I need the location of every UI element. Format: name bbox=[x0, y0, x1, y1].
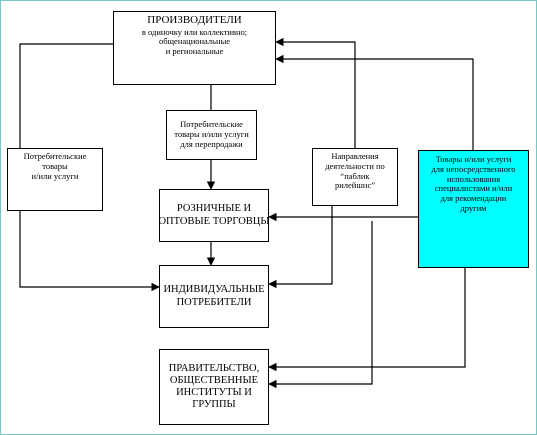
consumer-goods-line: Потребительские bbox=[23, 151, 87, 161]
arrow-producers-to-individuals bbox=[19, 43, 113, 148]
resale-line: для перепродажи bbox=[180, 138, 243, 149]
producers-line: и региональные bbox=[165, 46, 224, 57]
government-box: ПРАВИТЕЛЬСТВО, ОБЩЕСТВЕННЫЕ ИНСТИТУТЫ И … bbox=[159, 349, 269, 425]
public-relations-box: Направления деятельности по “паблик риле… bbox=[312, 148, 398, 206]
arrow-directions-to-producers bbox=[275, 37, 356, 148]
specialists-line: использования bbox=[446, 173, 501, 184]
retail-line: РОЗНИЧНЫЕ И bbox=[176, 203, 252, 215]
resale-line: товары и/или услуги bbox=[174, 129, 249, 140]
specialists-line: специалистами и/или bbox=[434, 183, 513, 194]
arrow-directions-to-individuals bbox=[268, 206, 333, 289]
arrow-left-to-individuals bbox=[19, 211, 160, 292]
producers-line: в одиночку или коллективно; bbox=[141, 26, 248, 37]
consumer-goods-box: Потребительские товары и/или услуги bbox=[7, 148, 103, 211]
individual-consumers-box: ИНДИВИДУАЛЬНЫЕ ПОТРЕБИТЕЛИ bbox=[159, 265, 269, 328]
arrow-specialists-to-government-2 bbox=[268, 221, 373, 389]
specialists-line: для непосредственного bbox=[431, 163, 516, 174]
producers-title: ПРОИЗВОДИТЕЛИ bbox=[147, 14, 242, 26]
directions-line: Направления bbox=[331, 151, 379, 161]
government-line: ИНСТИТУТЫ И bbox=[176, 387, 252, 398]
producers-box: ПРОИЗВОДИТЕЛИ в одиночку или коллективно… bbox=[113, 11, 276, 85]
retailers-box: РОЗНИЧНЫЕ И ОПТОВЫЕ ТОРГОВЦЫ bbox=[158, 189, 270, 242]
retail-line: ОПТОВЫЕ ТОРГОВЦЫ bbox=[158, 215, 270, 227]
specialists-line: для рекомендации bbox=[440, 193, 507, 204]
directions-line: деятельности по bbox=[325, 160, 385, 171]
specialists-line: Товары и/или услуги bbox=[435, 154, 512, 164]
directions-line: рилейшнс” bbox=[334, 180, 375, 191]
specialists-box: Товары и/или услуги для непосредственног… bbox=[418, 150, 529, 268]
resale-line: Потребительские bbox=[180, 119, 243, 130]
specialists-line: другим bbox=[460, 202, 487, 213]
consumer-goods-line: товары bbox=[42, 160, 68, 171]
consumer-goods-line: и/или услуги bbox=[31, 170, 79, 181]
resale-goods-box: Потребительские товары и/или услуги для … bbox=[166, 110, 257, 160]
arrow-specialists-to-government-1 bbox=[268, 268, 466, 372]
directions-line: “паблик bbox=[340, 170, 370, 181]
individuals-line: ИНДИВИДУАЛЬНЫЕ bbox=[163, 284, 265, 296]
government-line: ОБЩЕСТВЕННЫЕ bbox=[169, 374, 259, 386]
producers-line: общенациональные bbox=[158, 36, 231, 47]
individuals-line: ПОТРЕБИТЕЛИ bbox=[176, 296, 252, 308]
government-line: ПРАВИТЕЛЬСТВО, bbox=[168, 362, 260, 374]
arrow-specialists-to-producers bbox=[275, 54, 474, 150]
government-line: ГРУППЫ bbox=[192, 399, 236, 411]
